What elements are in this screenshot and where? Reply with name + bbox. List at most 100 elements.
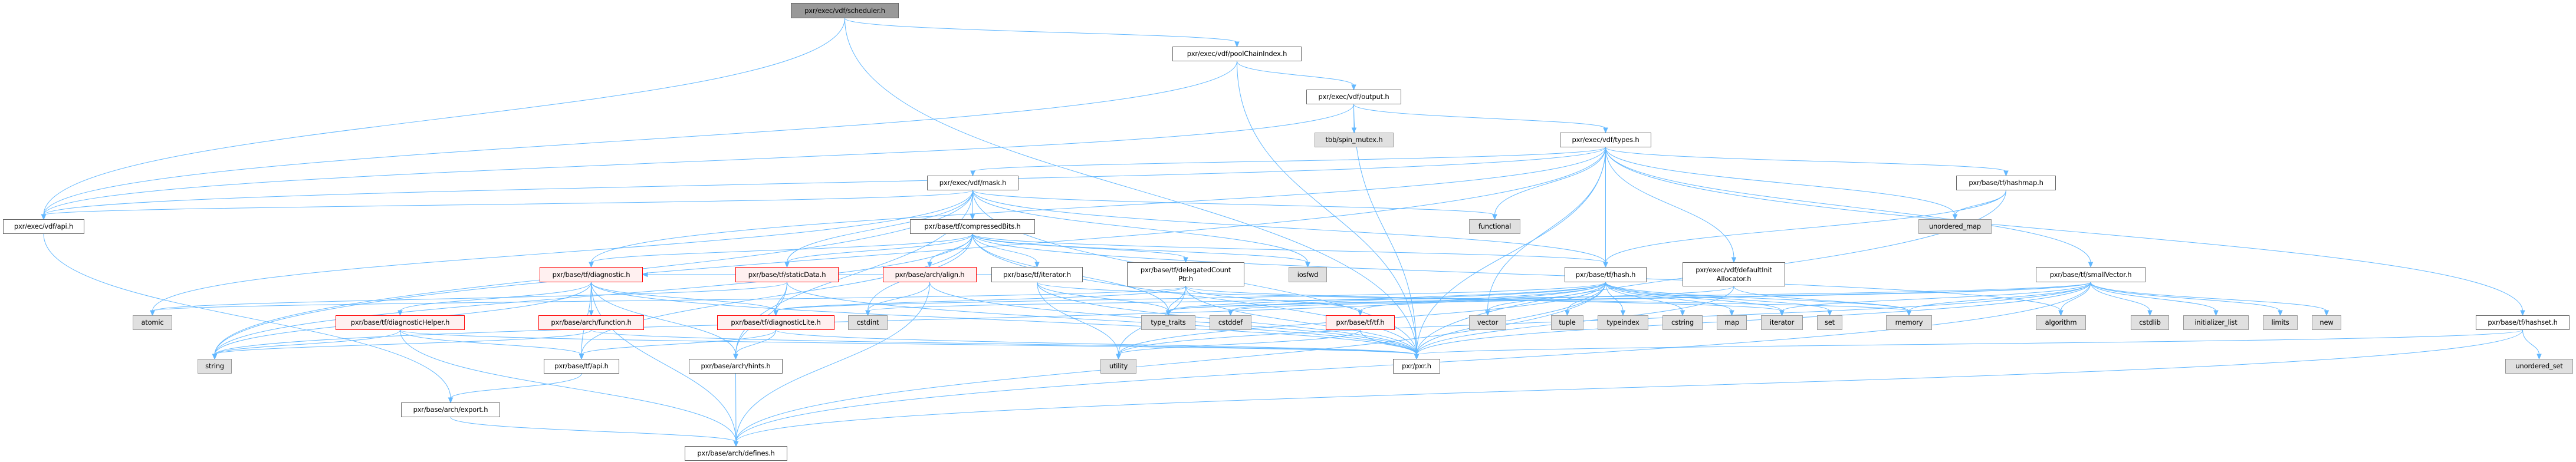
node-iteratorh[interactable]: pxr/base/tf/iterator.h [991, 267, 1083, 282]
node-new[interactable]: new [2312, 315, 2341, 330]
edge-types-to-defaultInit [1605, 147, 1734, 259]
node-compressedbits[interactable]: pxr/base/tf/compressedBits.h [910, 219, 1035, 234]
arrowhead-icon [642, 272, 648, 278]
node-function[interactable]: pxr/base/arch/function.h [538, 315, 644, 330]
edge-diagnosticHelper-to-tfapi [400, 329, 582, 355]
node-staticdata[interactable]: pxr/base/tf/staticData.h [735, 267, 839, 282]
edge-compressedBits-to-diagnostic [591, 233, 973, 263]
edge-compressedBits-to-pxr [972, 233, 1417, 355]
edge-smallVector-to-cstdlib [2090, 282, 2150, 312]
node-limits[interactable]: limits [2263, 315, 2298, 330]
edge-diagnostic-to-diagnosticHelper [400, 282, 592, 312]
node-defaultinit[interactable]: pxr/exec/vdf/defaultInit Allocator.h [1683, 262, 1785, 286]
edge-tf-to-utility [1118, 329, 1361, 355]
node-functional[interactable]: functional [1469, 219, 1520, 234]
edge-staticData-to-diagnosticLite [776, 282, 787, 312]
node-cstdint[interactable]: cstdint [848, 315, 888, 330]
node-vector[interactable]: vector [1469, 315, 1506, 330]
node-cstring[interactable]: cstring [1662, 315, 1703, 330]
node-string[interactable]: string [198, 359, 232, 374]
arrowhead-icon [1414, 354, 1420, 360]
node-unordered-set[interactable]: unordered_set [2505, 359, 2573, 374]
edge-scheduler-to-poolChainIndex [845, 18, 1237, 43]
node-diagnostichelper[interactable]: pxr/base/tf/diagnosticHelper.h [336, 315, 465, 330]
node-hash[interactable]: pxr/base/tf/hash.h [1565, 267, 1647, 282]
edge-poolChainIndex-to-vdfapi [43, 61, 1237, 216]
edge-output-to-types [1353, 104, 1606, 129]
edge-hashset-to-pxr [1416, 329, 2523, 355]
arrowhead-icon [1183, 257, 1188, 263]
edge-smallVector-to-iterator [1782, 282, 2091, 312]
node-smallvector[interactable]: pxr/base/tf/smallVector.h [2036, 267, 2145, 282]
edge-hash-to-type_traits [1168, 282, 1606, 312]
node-defines[interactable]: pxr/base/arch/defines.h [685, 446, 787, 461]
edge-diagnostic-to-hints [591, 282, 736, 355]
node-tfapi[interactable]: pxr/base/tf/api.h [544, 359, 619, 374]
node-initializer-list[interactable]: initializer_list [2183, 315, 2249, 330]
node-hints[interactable]: pxr/base/arch/hints.h [689, 359, 783, 374]
node-iterator[interactable]: iterator [1761, 315, 1803, 330]
node-diagnostic[interactable]: pxr/base/tf/diagnostic.h [540, 267, 643, 282]
node-delegated[interactable]: pxr/base/tf/delegatedCount Ptr.h [1127, 262, 1244, 286]
edge-diagnosticLite-to-tfapi [581, 329, 776, 355]
edge-types-to-string [214, 147, 1606, 355]
edge-compressedBits-to-iteratorh [972, 233, 1037, 263]
node-pxr[interactable]: pxr/pxr.h [1393, 359, 1440, 374]
node-align[interactable]: pxr/base/arch/align.h [883, 267, 977, 282]
arrowhead-icon [773, 310, 778, 316]
edge-delegated-to-diagnosticLite [776, 286, 1186, 312]
edge-iteratorh-to-type_traits [1037, 282, 1169, 312]
node-diagnosticlite[interactable]: pxr/base/tf/diagnosticLite.h [717, 315, 834, 330]
edge-hints-to-defines [735, 373, 737, 443]
edge-diagnosticHelper-to-string [214, 329, 400, 355]
edge-smallVector-to-initializer_list [2090, 282, 2216, 312]
node-vdfapi[interactable]: pxr/exec/vdf/api.h [3, 219, 84, 234]
arrowhead-icon [579, 354, 584, 360]
edge-diagnosticLite-to-pxr [776, 329, 1417, 355]
node-cstdlib[interactable]: cstdlib [2131, 315, 2169, 330]
edge-iteratorh-to-iterator [1037, 282, 1782, 312]
node-utility[interactable]: utility [1100, 359, 1136, 374]
node-set[interactable]: set [1817, 315, 1842, 330]
node-hashmap[interactable]: pxr/base/tf/hashmap.h [1956, 176, 2056, 190]
node-atomic[interactable]: atomic [133, 315, 172, 330]
arrowhead-icon [2088, 262, 2094, 268]
edge-tf-to-pxr [1360, 329, 1417, 355]
edge-types-to-hashmap [1605, 147, 2006, 172]
node-poolchainindex[interactable]: pxr/exec/vdf/poolChainIndex.h [1172, 47, 1302, 61]
node-types[interactable]: pxr/exec/vdf/types.h [1560, 133, 1651, 147]
arrowhead-icon [212, 354, 218, 360]
node-scheduler[interactable]: pxr/exec/vdf/scheduler.h [791, 3, 899, 18]
node-cstddef[interactable]: cstddef [1210, 315, 1251, 330]
edge-hash-to-defines [735, 282, 1606, 443]
arrowhead-icon [1034, 262, 1040, 268]
edge-scheduler-to-vdfapi [43, 18, 845, 216]
arrowhead-icon [970, 170, 975, 177]
node-memory[interactable]: memory [1886, 315, 1932, 330]
edge-scheduler-to-pxr [845, 18, 1417, 355]
arrowhead-icon [589, 262, 594, 268]
node-export[interactable]: pxr/base/arch/export.h [401, 402, 500, 417]
edge-types-to-smallVector [1605, 147, 2091, 263]
node-type-traits[interactable]: type_traits [1141, 315, 1195, 330]
node-spin-mutex[interactable]: tbb/spin_mutex.h [1315, 133, 1394, 147]
node-unordered-map[interactable]: unordered_map [1918, 219, 1992, 234]
arrowhead-icon [1565, 310, 1570, 316]
edge-align-to-defines [735, 282, 930, 443]
node-algorithm[interactable]: algorithm [2036, 315, 2086, 330]
arrowhead-icon [448, 397, 454, 404]
edge-iteratorh-to-utility [1037, 282, 1119, 355]
arrowhead-icon [1603, 127, 1608, 134]
node-tuple[interactable]: tuple [1551, 315, 1583, 330]
node-map[interactable]: map [1717, 315, 1747, 330]
edge-types-to-unordered_map [1605, 147, 1956, 216]
node-iosfwd[interactable]: iosfwd [1289, 267, 1327, 282]
edge-staticData-to-atomic [152, 282, 787, 312]
node-tf[interactable]: pxr/base/tf/tf.h [1326, 315, 1395, 330]
node-output[interactable]: pxr/exec/vdf/output.h [1306, 90, 1401, 104]
node-mask[interactable]: pxr/exec/vdf/mask.h [927, 176, 1018, 190]
arrowhead-icon [1731, 257, 1737, 263]
node-hashset[interactable]: pxr/base/tf/hashset.h [2476, 315, 2570, 330]
arrowhead-icon [1165, 310, 1171, 316]
node-typeindex[interactable]: typeindex [1598, 315, 1648, 330]
